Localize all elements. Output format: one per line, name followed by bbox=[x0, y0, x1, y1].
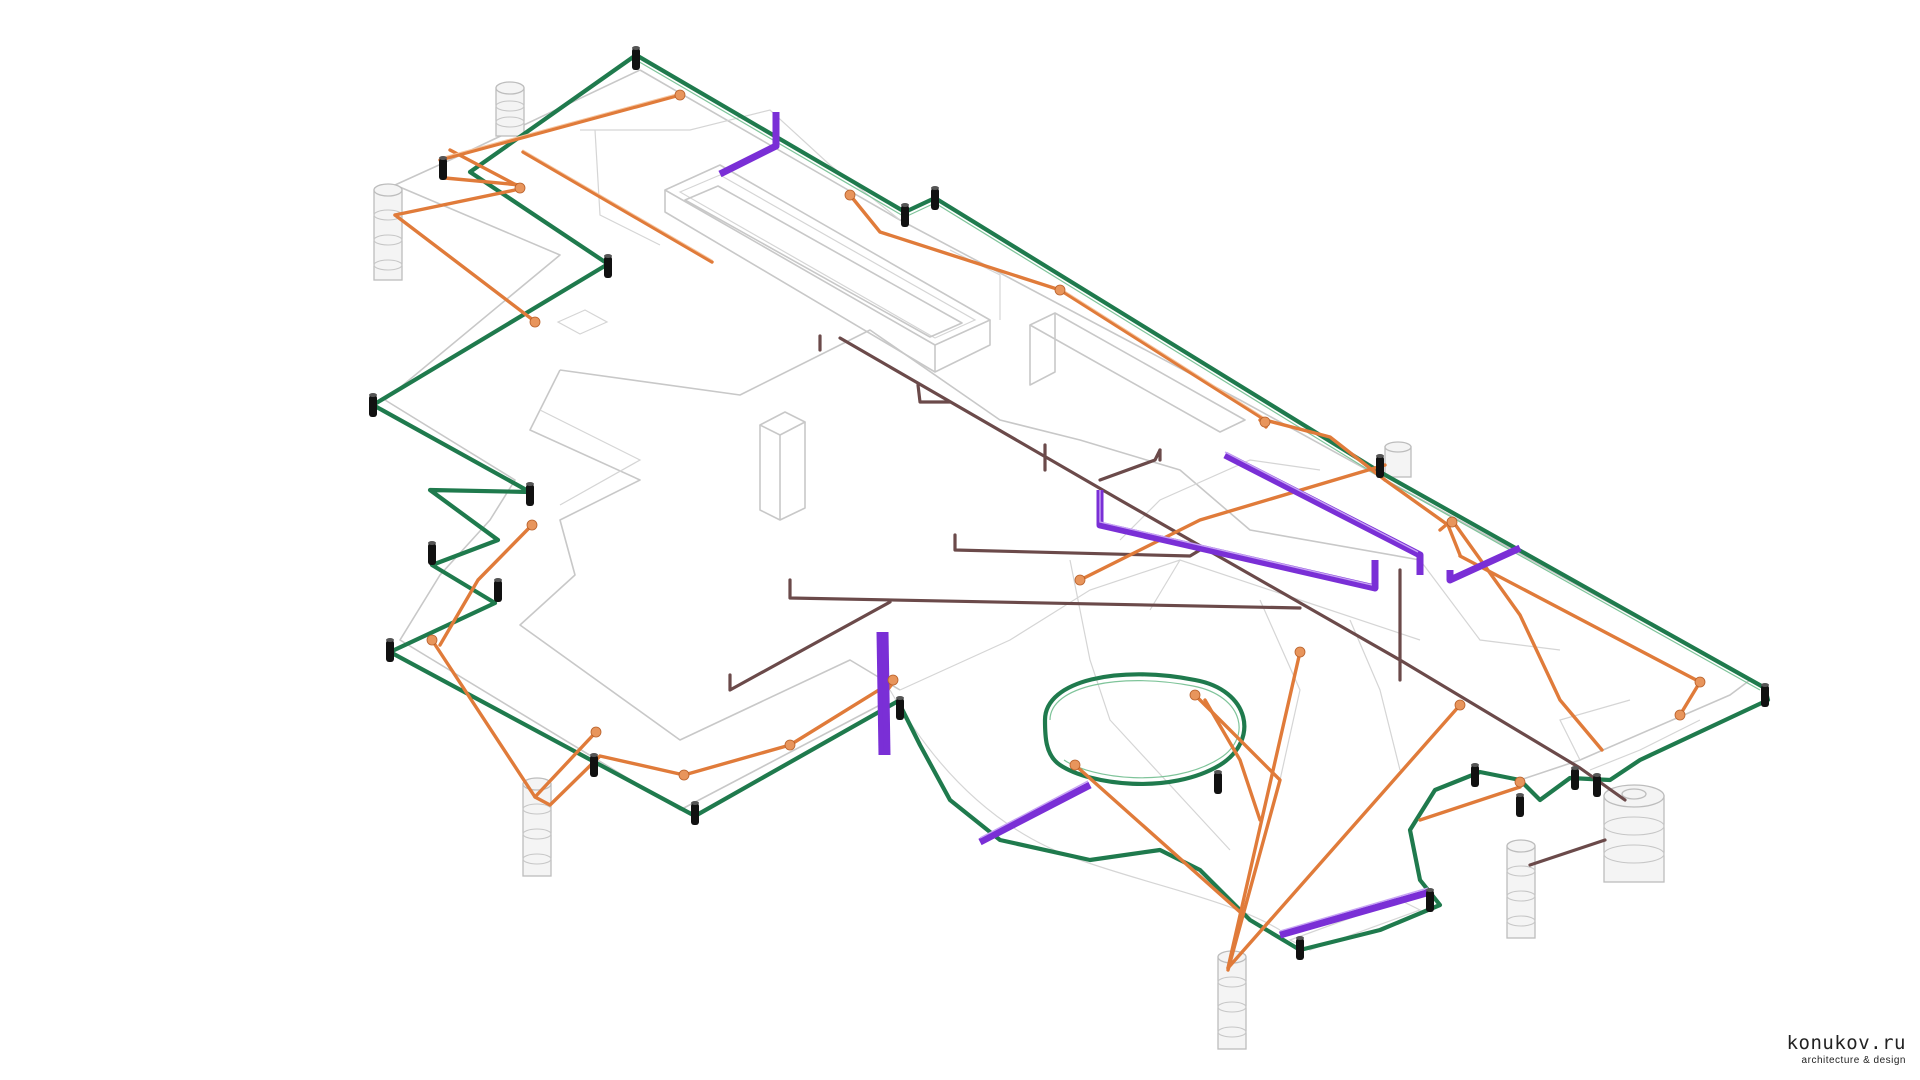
bollard bbox=[1571, 766, 1579, 790]
bollard bbox=[1214, 770, 1222, 794]
support-columns bbox=[373, 81, 1665, 1050]
purple-fixture-path bbox=[718, 112, 1522, 939]
light-fixtures bbox=[426, 89, 1706, 788]
brown-path bbox=[728, 334, 1627, 867]
bollard bbox=[428, 541, 436, 565]
column bbox=[373, 183, 403, 281]
bollard bbox=[1593, 773, 1601, 797]
column bbox=[1384, 441, 1412, 478]
bollard bbox=[1376, 454, 1384, 478]
building-outline bbox=[384, 69, 1751, 951]
bollard bbox=[691, 801, 699, 825]
green-perimeter-path bbox=[370, 53, 1771, 953]
bollard bbox=[386, 638, 394, 662]
bollard bbox=[1471, 763, 1479, 787]
bollard bbox=[931, 186, 939, 210]
bollard bbox=[604, 254, 612, 278]
bollard bbox=[1296, 936, 1304, 960]
column bbox=[1217, 950, 1247, 1050]
bollard bbox=[590, 753, 598, 777]
bollard bbox=[439, 156, 447, 180]
bollard bbox=[632, 46, 640, 70]
bollard bbox=[1516, 793, 1524, 817]
bollard bbox=[494, 578, 502, 602]
watermark-tagline: architecture & design bbox=[1801, 1055, 1906, 1066]
bollard bbox=[1426, 888, 1434, 912]
column bbox=[1603, 784, 1665, 883]
bollard-posts bbox=[369, 46, 1769, 960]
column bbox=[1506, 839, 1536, 939]
bollard bbox=[901, 203, 909, 227]
bollard bbox=[526, 482, 534, 506]
column bbox=[495, 81, 525, 137]
bollard bbox=[369, 393, 377, 417]
watermark-site: konukov.ru bbox=[1786, 1032, 1906, 1054]
watermark: konukov.ru architecture & design bbox=[1787, 1032, 1906, 1066]
bollard bbox=[896, 696, 904, 720]
bollard bbox=[1761, 683, 1769, 707]
column bbox=[522, 777, 552, 877]
orange-lighting-path bbox=[393, 92, 1702, 972]
